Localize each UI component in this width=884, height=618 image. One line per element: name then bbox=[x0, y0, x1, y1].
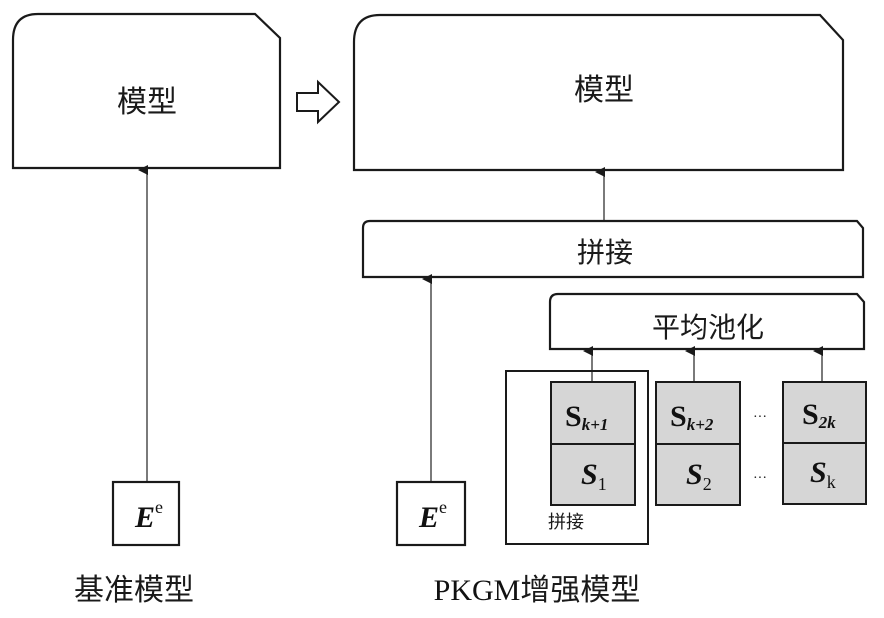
pooling-layer-label: 平均池化 bbox=[652, 311, 764, 344]
cell-bottom-2 bbox=[655, 443, 741, 506]
concat-group-frame bbox=[505, 370, 649, 545]
cell-top-2-symbol: Sk+2 bbox=[670, 400, 714, 434]
enhanced-embedding-symbol: Ee bbox=[418, 497, 447, 534]
concat-group-label: 拼接 bbox=[548, 512, 584, 533]
baseline-caption: 基准模型 bbox=[74, 573, 194, 608]
cell-bottom-1-symbol: S1 bbox=[581, 458, 607, 494]
ellipsis-bottom: ··· bbox=[753, 471, 767, 486]
cell-top-3 bbox=[782, 381, 867, 444]
cell-top-1-symbol: Sk+1 bbox=[565, 400, 608, 434]
cell-column-3: S2k Sk bbox=[782, 381, 867, 505]
enhanced-embedding-box bbox=[395, 480, 467, 547]
enhanced-caption: PKGM增强模型 bbox=[434, 573, 641, 608]
cell-top-3-symbol: S2k bbox=[802, 398, 836, 432]
baseline-model-label: 模型 bbox=[117, 85, 177, 120]
baseline-model-box bbox=[11, 12, 282, 170]
concat-layer-label: 拼接 bbox=[577, 236, 633, 269]
cell-top-1 bbox=[550, 381, 636, 445]
cell-top-2 bbox=[655, 381, 741, 445]
hollow-right-arrow-icon bbox=[296, 79, 341, 125]
cell-bottom-3 bbox=[782, 442, 867, 505]
pooling-layer-box bbox=[548, 292, 866, 351]
cell-bottom-2-symbol: S2 bbox=[686, 458, 712, 494]
cell-bottom-1 bbox=[550, 443, 636, 506]
concat-layer-box bbox=[361, 219, 865, 279]
cell-bottom-3-symbol: Sk bbox=[810, 456, 836, 492]
enhanced-model-label: 模型 bbox=[574, 73, 634, 108]
ellipsis-top: ··· bbox=[753, 410, 767, 425]
baseline-embedding-box bbox=[111, 480, 181, 547]
cell-column-2: Sk+2 S2 bbox=[655, 381, 741, 506]
cell-column-1: Sk+1 S1 bbox=[550, 381, 636, 506]
baseline-embedding-symbol: Ee bbox=[134, 497, 163, 534]
enhanced-model-box bbox=[352, 13, 845, 172]
